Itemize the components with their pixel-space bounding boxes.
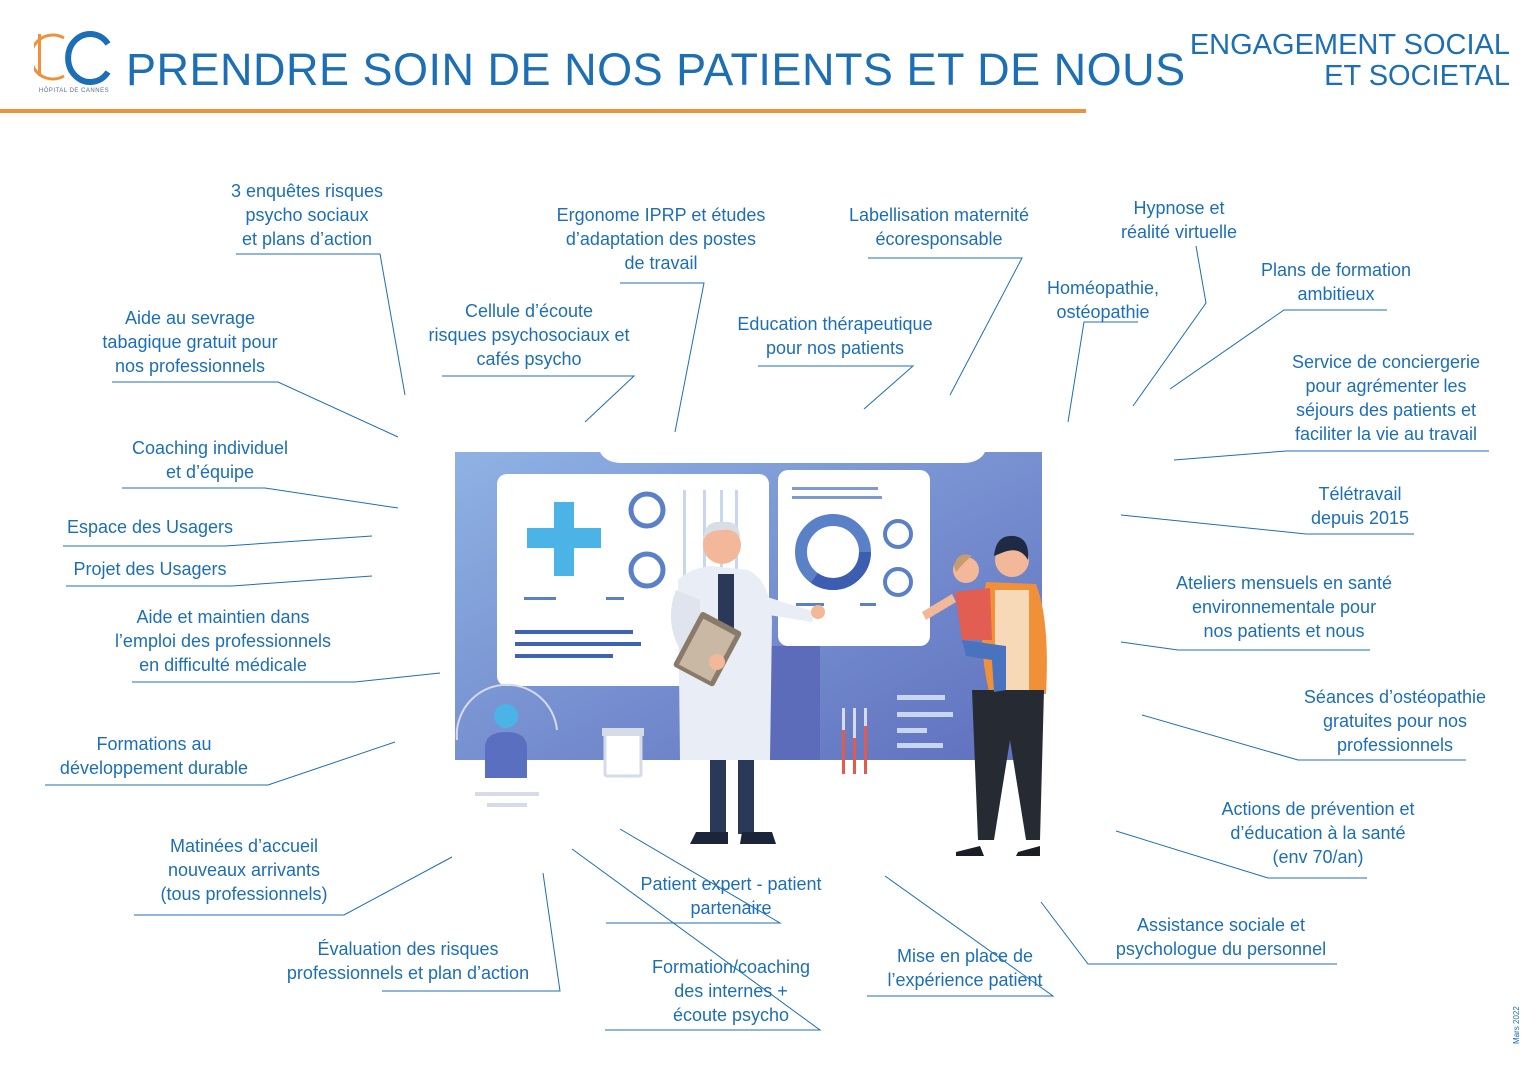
mother-and-child-figure bbox=[922, 535, 1047, 856]
engagement-heading: ENGAGEMENT SOCIAL ET SOCIETAL bbox=[1190, 30, 1510, 92]
doctor-figure bbox=[670, 521, 825, 844]
label-user-project: Projet des Usagers bbox=[73, 559, 227, 579]
engagement-line-2: ET SOCIETAL bbox=[1324, 60, 1510, 92]
label-homeopathy: Homéopathie,ostéopathie bbox=[1046, 278, 1160, 322]
specimen-jar-icon bbox=[602, 728, 644, 778]
title-underline bbox=[0, 109, 1086, 113]
label-user-space: Espace des Usagers bbox=[66, 517, 234, 537]
user-profile-icon bbox=[455, 683, 558, 807]
page-title: PRENDRE SOIN DE NOS PATIENTS ET DE NOUS bbox=[126, 44, 1186, 95]
logo-text: HÔPITAL DE CANNES bbox=[38, 88, 110, 94]
leader-lines bbox=[45, 245, 1489, 1031]
hospital-logo-icon bbox=[34, 31, 111, 85]
publication-date: Mars 2022 bbox=[1512, 1006, 1521, 1044]
engagement-line-1: ENGAGEMENT SOCIAL bbox=[1189, 29, 1510, 61]
